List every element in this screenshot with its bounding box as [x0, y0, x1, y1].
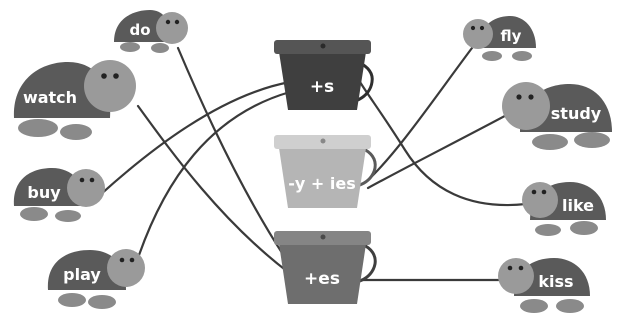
line-do-es[interactable]	[176, 46, 290, 264]
bucket-s[interactable]: +s	[274, 40, 374, 110]
turtle-like-eye	[541, 189, 547, 195]
bucket-ies-rivet	[320, 138, 326, 144]
turtle-do-eye	[174, 19, 180, 25]
bucket-s-label: +s	[310, 77, 334, 97]
turtle-play[interactable]: play	[47, 249, 145, 309]
turtle-do[interactable]: do	[114, 10, 188, 53]
turtle-like-label: like	[562, 196, 594, 215]
line-like-s[interactable]	[358, 80, 528, 207]
turtle-kiss-eye	[507, 265, 513, 271]
turtle-play-eye	[119, 257, 125, 263]
turtle-kiss-head	[498, 258, 534, 294]
bucket-s-rivet	[320, 43, 326, 49]
turtle-fly-eye	[479, 25, 485, 31]
turtle-play-shell	[47, 250, 127, 290]
turtle-like-flipper	[570, 221, 598, 235]
turtle-fly-shell	[478, 16, 536, 48]
turtle-fly-flipper	[482, 51, 502, 61]
turtle-kiss-flipper	[520, 299, 548, 313]
line-study-ies[interactable]	[366, 108, 518, 190]
turtle-buy-eye	[79, 177, 85, 183]
turtle-watch-eye	[101, 73, 107, 79]
turtle-play-label: play	[63, 265, 101, 284]
turtle-kiss-shell	[514, 258, 590, 296]
turtle-fly-label: fly	[501, 27, 522, 45]
turtle-kiss-eye	[518, 265, 524, 271]
turtle-watch[interactable]: watch	[13, 60, 136, 140]
turtle-play-flipper	[58, 293, 86, 307]
turtle-watch-head	[84, 60, 136, 112]
line-fly-ies[interactable]	[366, 38, 480, 182]
line-watch-es[interactable]	[136, 104, 290, 274]
turtle-study-label: study	[551, 104, 602, 123]
turtle-play-flipper	[88, 295, 116, 309]
turtle-study-head	[502, 82, 550, 130]
turtle-do-shell	[114, 10, 171, 42]
turtle-kiss-label: kiss	[538, 272, 573, 291]
bucket-ies[interactable]: -y + ies	[274, 135, 377, 208]
line-play-s[interactable]	[136, 90, 292, 260]
turtle-fly-eye	[470, 25, 476, 31]
turtle-like-head	[522, 182, 558, 218]
bucket-s-body	[279, 52, 366, 110]
turtle-buy-flipper	[55, 210, 81, 222]
turtle-watch-flipper	[18, 119, 58, 137]
turtle-buy-label: buy	[27, 183, 61, 202]
turtle-buy[interactable]: buy	[13, 168, 105, 222]
turtle-study-flipper	[574, 132, 610, 148]
turtle-do-flipper	[151, 43, 169, 53]
bucket-ies-body	[279, 148, 366, 208]
turtle-buy-flipper	[20, 207, 48, 221]
turtle-buy-shell	[13, 168, 86, 206]
turtle-buy-head	[67, 169, 105, 207]
turtle-study-eye	[528, 94, 534, 100]
turtle-like-eye	[531, 189, 537, 195]
turtle-watch-label: watch	[23, 88, 77, 107]
turtle-watch-eye	[113, 73, 119, 79]
turtle-fly-flipper	[512, 51, 532, 61]
turtle-do-flipper	[120, 42, 140, 52]
line-buy-s[interactable]	[98, 80, 292, 197]
turtle-study[interactable]: study	[502, 82, 612, 150]
turtle-like[interactable]: like	[522, 182, 606, 236]
turtle-do-eye	[165, 19, 171, 25]
turtle-study-flipper	[532, 134, 568, 150]
turtle-play-head	[107, 249, 145, 287]
bucket-es-body	[279, 244, 366, 304]
turtle-watch-flipper	[60, 124, 92, 140]
turtle-do-label: do	[129, 21, 150, 39]
bucket-es-label: +es	[304, 269, 340, 289]
turtle-do-head	[156, 12, 188, 44]
turtle-kiss-flipper	[556, 299, 584, 313]
turtle-kiss[interactable]: kiss	[498, 258, 590, 313]
turtle-study-eye	[516, 94, 522, 100]
bucket-es[interactable]: +es	[274, 231, 377, 304]
turtle-fly[interactable]: fly	[463, 16, 536, 61]
turtle-fly-head	[463, 19, 493, 49]
turtle-play-eye	[129, 257, 135, 263]
turtle-buy-eye	[89, 177, 95, 183]
turtle-like-flipper	[535, 224, 561, 236]
bucket-es-rivet	[320, 234, 326, 240]
bucket-ies-label: -y + ies	[288, 174, 355, 193]
connection-lines	[98, 38, 528, 282]
